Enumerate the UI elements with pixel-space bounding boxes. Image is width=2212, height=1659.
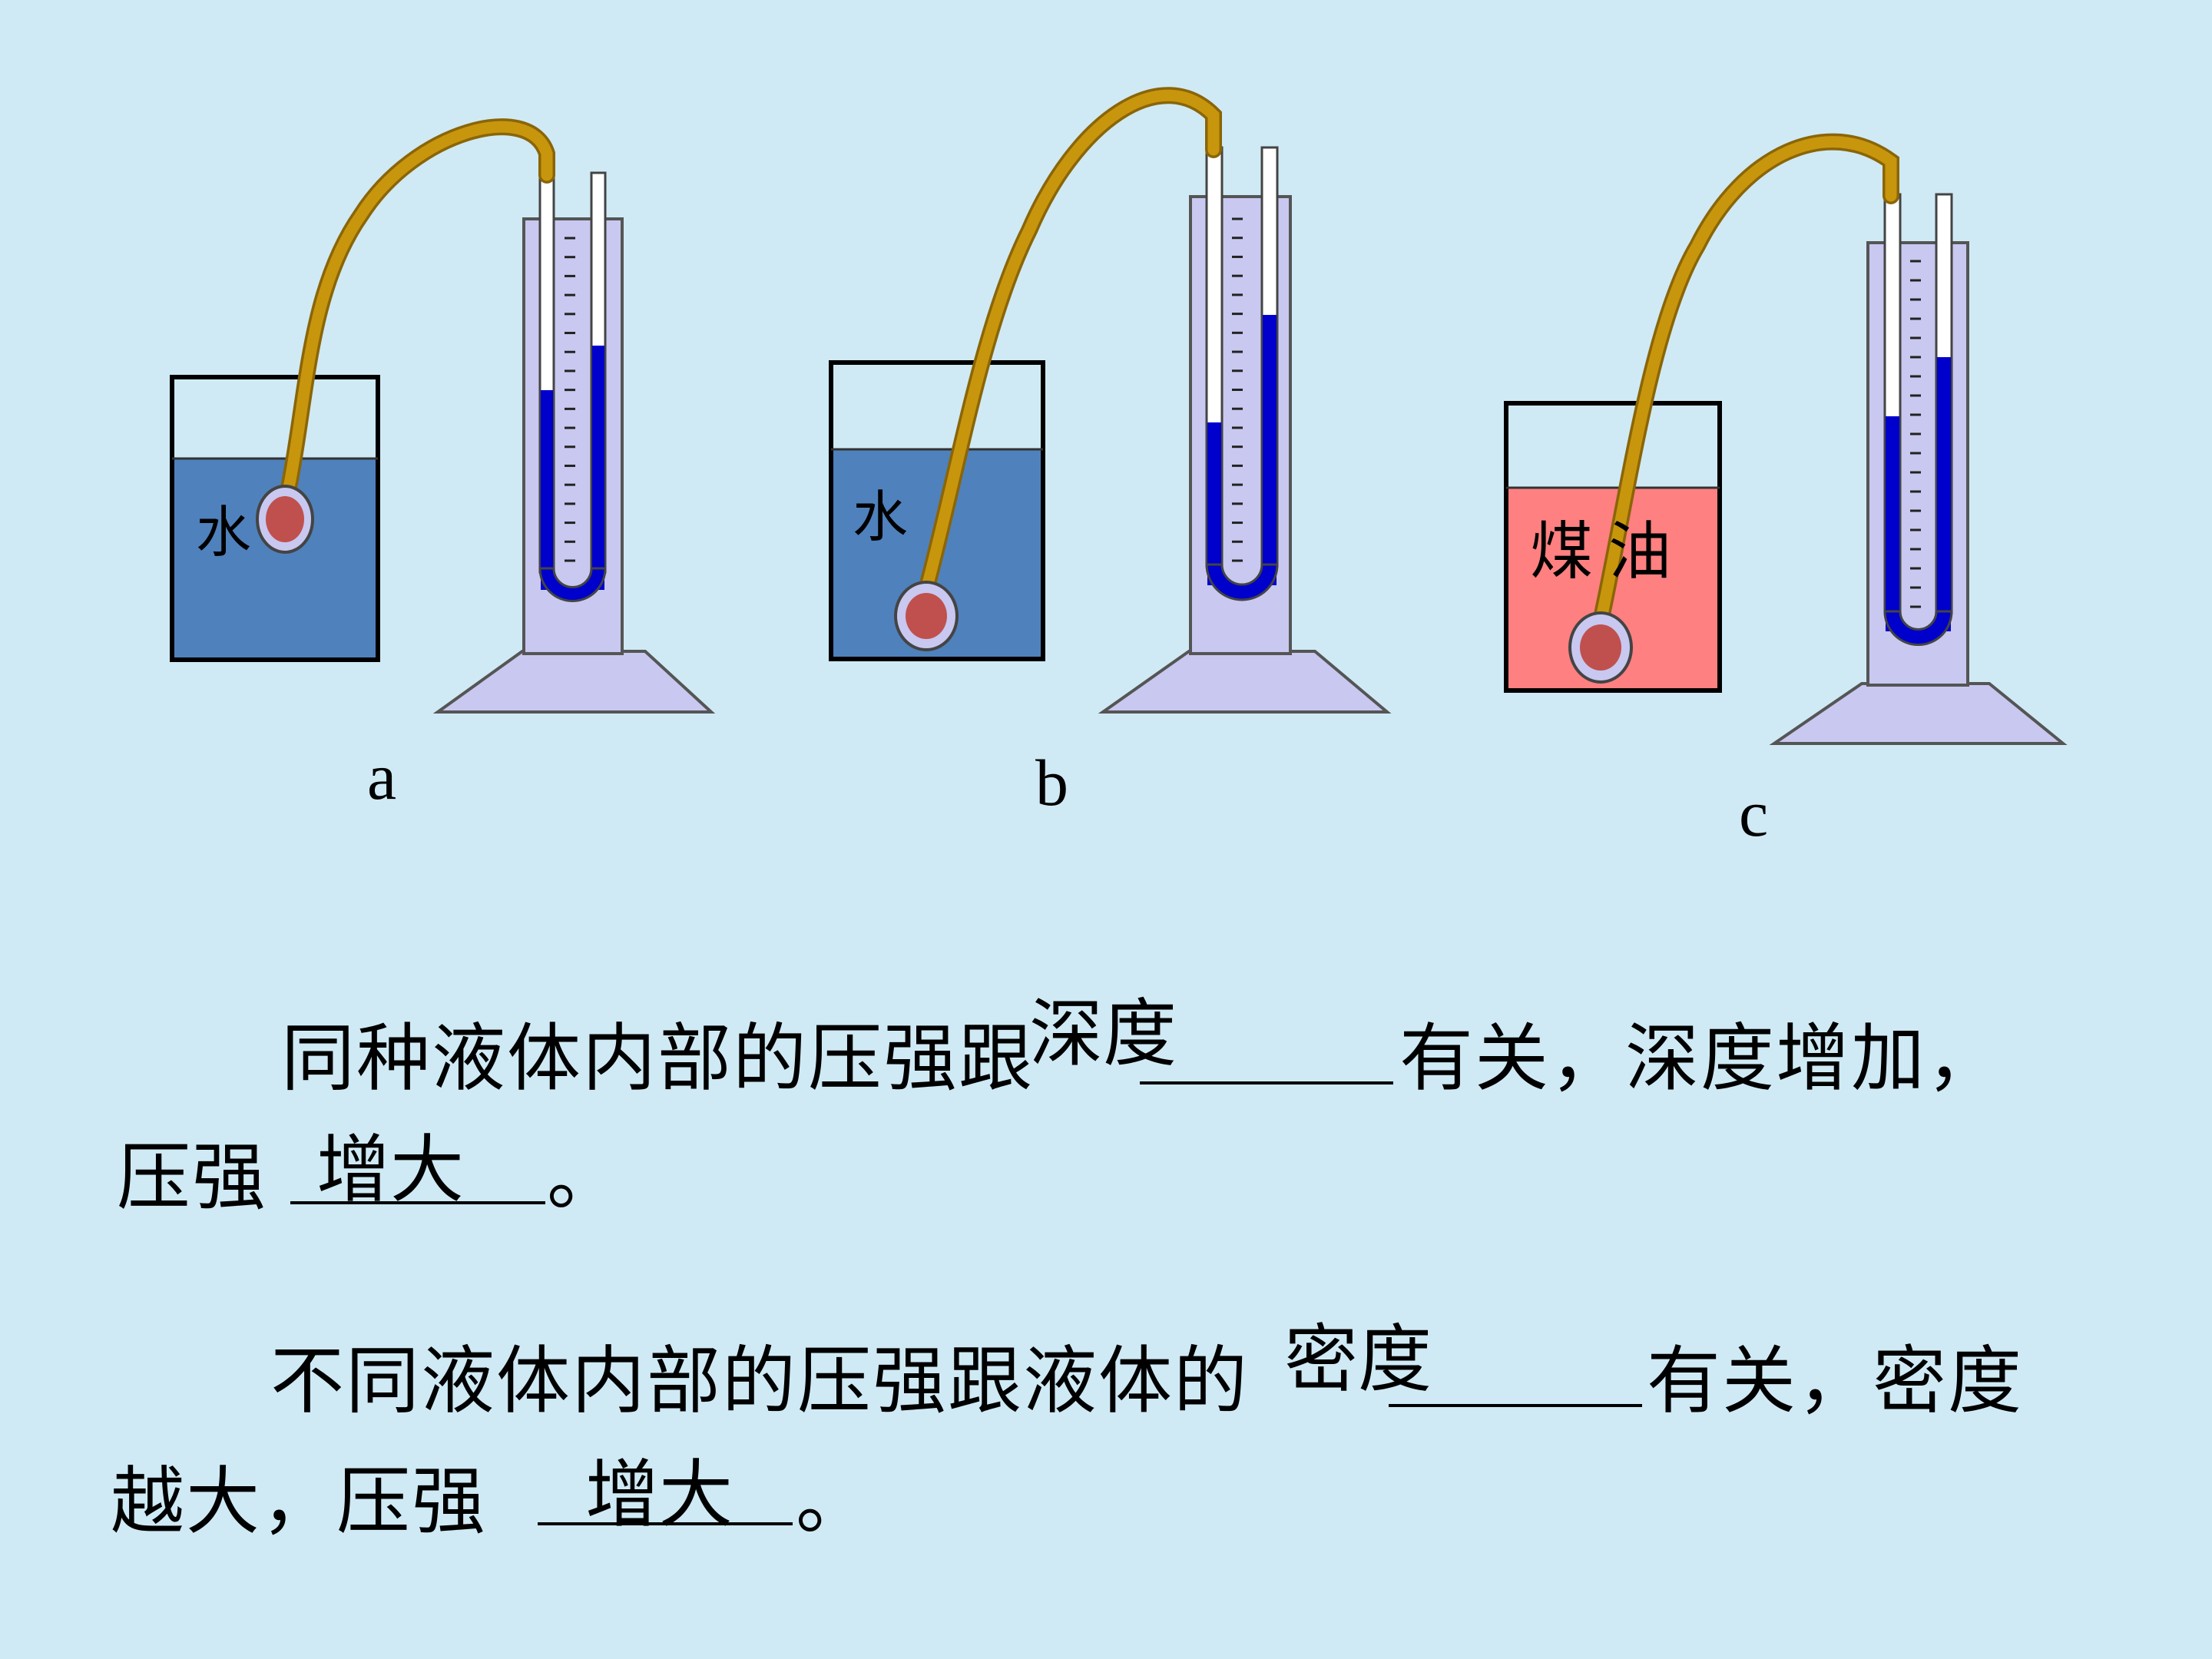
sentence1-part2: 有关，深度增加，: [1399, 1015, 2002, 1101]
sentence2-part2: 有关，密度: [1647, 1338, 2023, 1424]
sentence2-answer1: 密度: [1284, 1316, 1432, 1402]
sentence2-answer2: 增大: [585, 1452, 733, 1538]
sentence2-part1: 不同液体内部的压强跟液体的: [270, 1338, 1249, 1424]
manometer-b-right-liquid: [1263, 315, 1277, 585]
manometer-a-right-liquid: [592, 346, 604, 590]
manometer-b-u-bend: [1205, 563, 1279, 601]
sentence2-part4: 。: [796, 1459, 871, 1545]
setup-letter-a: a: [367, 740, 396, 813]
beaker-b: [829, 360, 1045, 661]
sentence1-part1: 同种液体内部的压强跟: [281, 1015, 1034, 1101]
rubber-tube-a: [280, 118, 555, 500]
manometer-a-left-liquid: [541, 390, 553, 590]
sentence2-blank1: [1389, 1404, 1642, 1407]
manometer-a-u-bend: [538, 567, 607, 602]
liquid-label-a: 水: [196, 500, 251, 565]
sentence1-answer2: 增大: [316, 1127, 464, 1213]
sentence1-part4: 。: [547, 1134, 622, 1220]
sentence1-answer1: 深度: [1029, 991, 1177, 1077]
setup-a: [170, 118, 716, 714]
sentence1-blank2: [290, 1201, 545, 1204]
manometer-b-stand: [1098, 650, 1392, 714]
manometer-c-right-liquid: [1937, 357, 1951, 631]
setup-letter-b: b: [1035, 746, 1068, 820]
manometer-c-u-bend: [1883, 610, 1953, 646]
manometer-a-stand: [432, 650, 716, 714]
setup-letter-c: c: [1739, 777, 1768, 850]
manometer-c-left-liquid: [1886, 416, 1899, 631]
setup-c: [1504, 133, 2068, 745]
sentence1-part3: 压强: [117, 1134, 267, 1220]
manometer-b-left-liquid: [1207, 422, 1221, 585]
sentence2-line1: 不同液体内部的压强跟液体的: [270, 1321, 1249, 1428]
manometer-c-stand: [1769, 682, 2068, 745]
sentence2-part3: 越大，压强: [111, 1459, 487, 1545]
sentence2-blank2: [538, 1522, 793, 1525]
beaker-a: [170, 375, 380, 662]
manometer-scales: [565, 217, 1921, 608]
sentence1-line1: 同种液体内部的压强跟: [281, 998, 1034, 1105]
setup-b: [829, 87, 1392, 714]
beaker-c: [1504, 401, 1722, 693]
sentence1-blank1: [1140, 1081, 1393, 1084]
liquid-label-c: 煤油: [1530, 515, 1687, 588]
liquid-label-b: 水: [853, 485, 908, 549]
